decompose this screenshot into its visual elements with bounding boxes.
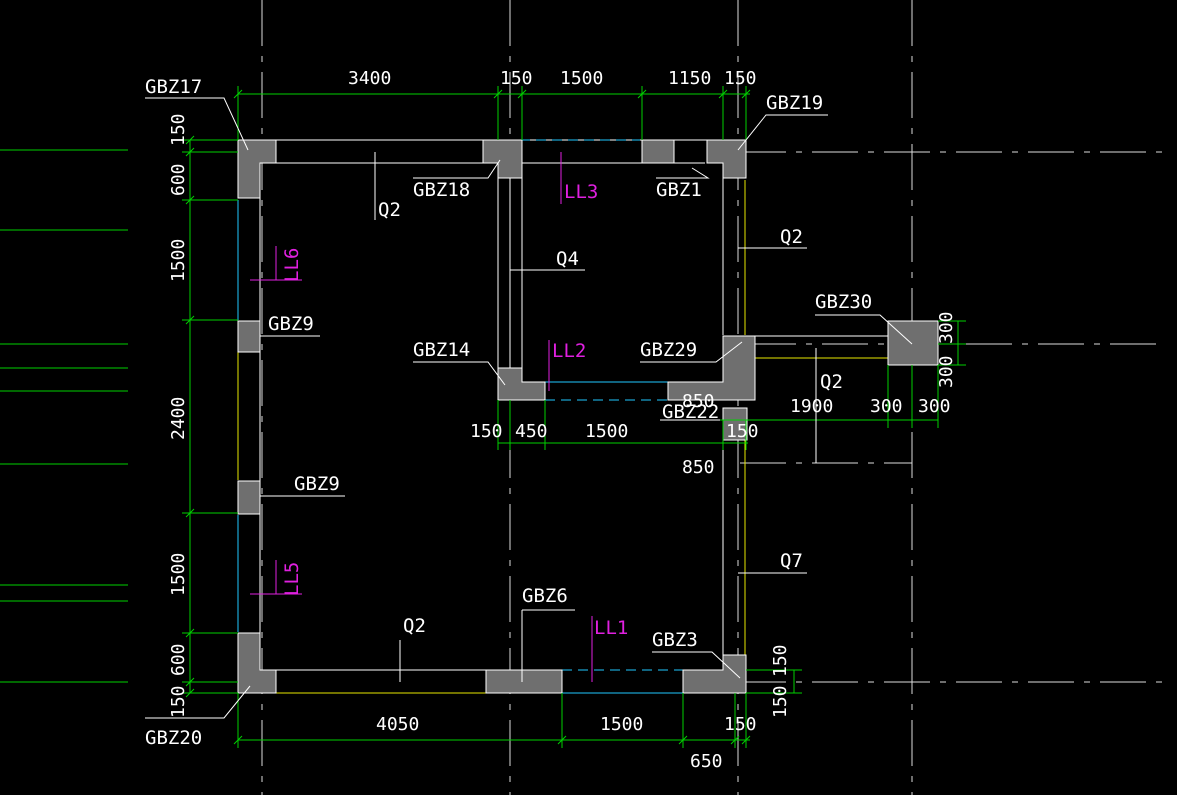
label-gbz19[interactable]: GBZ19 (766, 92, 823, 114)
label-gbz9-upper[interactable]: GBZ9 (268, 313, 314, 335)
column-gbz18[interactable] (482, 139, 523, 179)
columns (237, 139, 939, 694)
dim-top-1: 150 (500, 68, 533, 89)
dim-left-3: 2400 (168, 397, 189, 440)
column-gbz29[interactable] (667, 335, 756, 401)
dim-right-h-0: 1900 (790, 396, 833, 417)
dim-right-h-2: 300 (918, 396, 951, 417)
dim-right-h-1: 300 (870, 396, 903, 417)
label-gbz30[interactable]: GBZ30 (815, 291, 872, 313)
dim-top-4: 150 (724, 68, 757, 89)
label-gbz20[interactable]: GBZ20 (145, 727, 202, 749)
column-gbz1[interactable] (641, 139, 675, 164)
column-gbz17[interactable] (237, 139, 277, 199)
label-gbz14[interactable]: GBZ14 (413, 339, 470, 361)
dim-top-0: 3400 (348, 68, 391, 89)
dimension-text-group: 3400 150 1500 1150 150 150 600 1500 2400… (168, 68, 957, 772)
label-ll3[interactable]: LL3 (564, 181, 598, 203)
label-ll6[interactable]: LL6 (281, 248, 303, 282)
column-gbz19[interactable] (706, 139, 747, 179)
column-gbz9-upper[interactable] (237, 320, 261, 353)
label-gbz6[interactable]: GBZ6 (522, 585, 568, 607)
label-gbz9-lower[interactable]: GBZ9 (294, 473, 340, 495)
dim-right-v-1: 300 (936, 355, 957, 388)
beam-marks (250, 152, 593, 682)
dim-right-v-0: 300 (936, 311, 957, 344)
label-q2-bottom[interactable]: Q2 (403, 615, 426, 637)
dim-850-upper: 850 (682, 391, 715, 412)
dimension-ticks (185, 89, 751, 745)
dim-left-0: 150 (168, 113, 189, 146)
label-ll5[interactable]: LL5 (281, 562, 303, 596)
dim-left-5: 600 (168, 643, 189, 676)
dim-850-lower: 850 (682, 457, 715, 478)
dim-left-4: 1500 (168, 553, 189, 596)
dim-bottom-0: 4050 (376, 714, 419, 735)
column-gbz30[interactable] (887, 320, 939, 366)
dim-bottom-1: 1500 (600, 714, 643, 735)
dim-left-2: 1500 (168, 239, 189, 282)
column-gbz20[interactable] (237, 632, 277, 694)
wall-label-group: Q2 Q4 Q2 Q2 Q7 Q2 (378, 199, 843, 637)
dim-middle-2: 1500 (585, 421, 628, 442)
label-gbz18[interactable]: GBZ18 (413, 179, 470, 201)
column-gbz9-lower[interactable] (237, 480, 261, 515)
label-ll2[interactable]: LL2 (552, 340, 586, 362)
dim-top-3: 1150 (668, 68, 711, 89)
dim-bottom-2: 150 (724, 714, 757, 735)
label-q7[interactable]: Q7 (780, 550, 803, 572)
leader-lines (145, 97, 913, 719)
label-ll1[interactable]: LL1 (594, 617, 628, 639)
column-gbz3[interactable] (682, 654, 747, 694)
label-gbz1[interactable]: GBZ1 (656, 179, 702, 201)
label-gbz3[interactable]: GBZ3 (652, 629, 698, 651)
dim-bottom-right-v-1: 150 (770, 685, 791, 718)
label-q4[interactable]: Q4 (556, 248, 579, 270)
dim-middle-3: 150 (726, 421, 759, 442)
dim-middle-1: 450 (515, 421, 548, 442)
wall-outlines (237, 139, 888, 694)
column-label-group: GBZ17 GBZ18 GBZ1 GBZ19 GBZ9 GBZ14 GBZ29 … (145, 76, 872, 749)
label-q2-right[interactable]: Q2 (780, 226, 803, 248)
label-q2-top[interactable]: Q2 (378, 199, 401, 221)
label-q2-mid-right[interactable]: Q2 (820, 371, 843, 393)
beam-label-group: LL3 LL2 LL1 LL6 LL5 (281, 181, 628, 639)
label-gbz17[interactable]: GBZ17 (145, 76, 202, 98)
label-gbz29[interactable]: GBZ29 (640, 339, 697, 361)
left-grid-stubs (0, 149, 128, 683)
dim-left-6: 150 (168, 685, 189, 718)
label-gbz22[interactable]: GBZ22 (662, 401, 719, 423)
dim-middle-0: 150 (470, 421, 503, 442)
dimension-lines (182, 86, 966, 748)
dim-bottom-extra: 650 (690, 751, 723, 772)
dim-bottom-right-v-0: 150 (770, 644, 791, 677)
column-gbz14[interactable] (497, 367, 546, 401)
column-gbz6[interactable] (485, 669, 563, 694)
dim-top-2: 1500 (560, 68, 603, 89)
column-gbz22[interactable] (722, 407, 748, 441)
dim-left-1: 600 (168, 163, 189, 196)
